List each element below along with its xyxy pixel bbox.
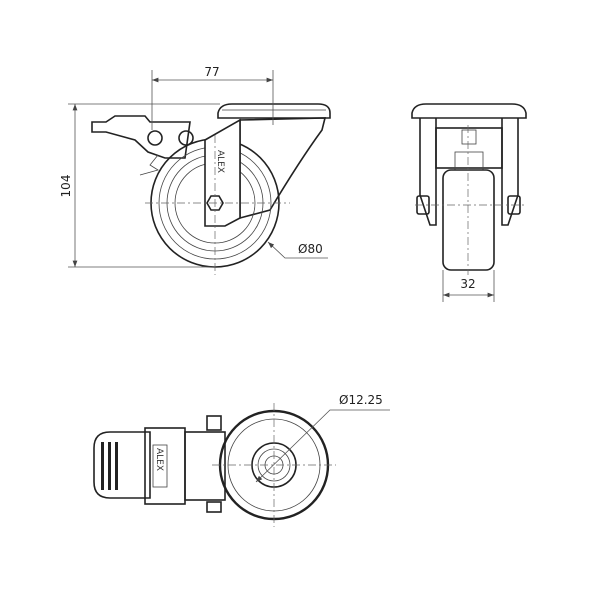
logo-text-side: ALEX: [215, 150, 225, 173]
logo-text-bottom: ALEX: [154, 448, 164, 471]
side-view: ALEX: [91, 103, 331, 275]
dimension-label-offset: 77: [204, 65, 219, 79]
bottom-view: ALEX: [93, 403, 336, 527]
dimension-label-height: 104: [59, 175, 73, 198]
dimension-offset: 77: [151, 65, 274, 130]
dimension-wheel-width: 32: [442, 270, 495, 302]
dimension-label-bolt-hole: Ø12.25: [339, 393, 383, 407]
dimension-label-wheel-diameter: Ø80: [298, 242, 323, 256]
front-view: [411, 103, 527, 275]
dimension-bolt-hole: Ø12.25: [255, 393, 390, 483]
dimension-label-wheel-width: 32: [460, 277, 475, 291]
dimension-wheel-diameter: Ø80: [267, 241, 328, 259]
dimension-height: 104: [59, 103, 220, 268]
